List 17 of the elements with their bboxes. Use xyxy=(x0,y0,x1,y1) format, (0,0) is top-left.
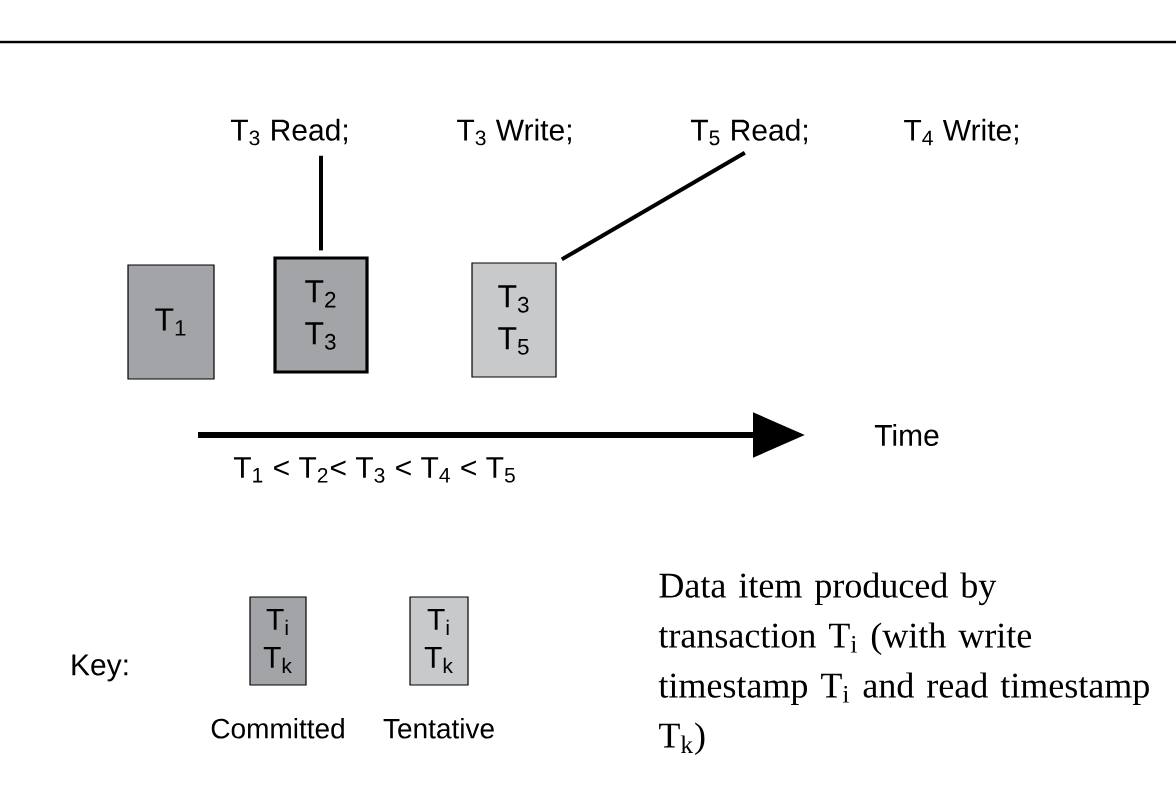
description-text: Data item produced by transaction T$_{i}$ (with write timestamp T$_{i}$ and read timestamp T$_{k}$) xyxy=(658,572,1149,756)
data-item-box: T$_{3}$ T$_{5}$ xyxy=(471,262,557,378)
operation-label: T$_{3}$ Read; xyxy=(230,118,347,146)
connector-line xyxy=(560,150,746,262)
data-item-box: T$_{1}$ xyxy=(127,264,215,380)
axis-label: Time xyxy=(874,424,939,446)
data-item-box: T$_{i}$ T$_{k}$ xyxy=(249,596,307,686)
operation-label: T$_{3}$ Write; xyxy=(457,118,571,146)
data-item-box: T$_{i}$ T$_{k}$ xyxy=(409,596,469,686)
key-label: Key: xyxy=(72,654,128,682)
data-item-box: T$_{2}$ T$_{3}$ xyxy=(273,256,369,374)
connector-line xyxy=(319,155,323,251)
operation-label: T$_{5}$ Read; xyxy=(690,118,807,146)
operation-label: T$_{4}$ Write; xyxy=(904,118,1018,146)
box-caption: Committed xyxy=(211,718,344,739)
box-caption: Tentative xyxy=(383,718,494,739)
ordering-label: T$_{1}$ < T$_{2}$< T$_{3}$ < T$_{4}$ < T$_{5}$ xyxy=(233,457,515,483)
